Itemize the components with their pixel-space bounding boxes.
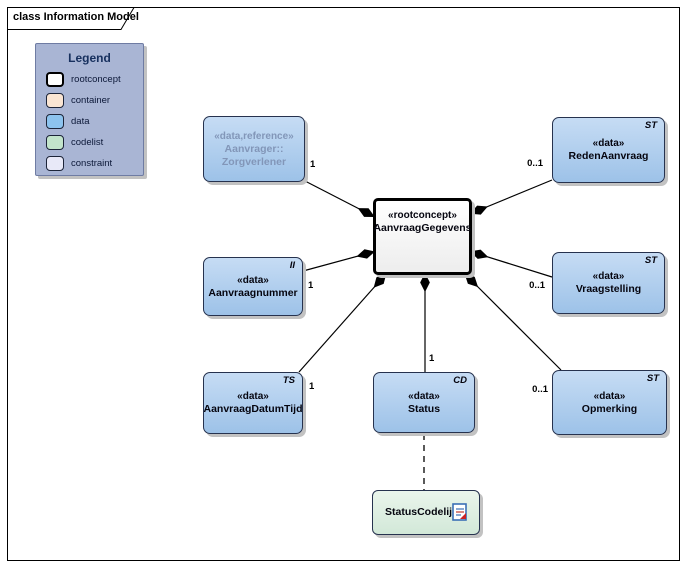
node-vraagstelling[interactable]: ST «data» Vraagstelling <box>552 252 665 314</box>
data-swatch <box>46 114 64 129</box>
datatype-marker: II <box>289 260 295 271</box>
connector-aanvraagdatumtijd <box>298 273 387 373</box>
node-name: Opmerking <box>581 402 638 415</box>
legend-item-label: constraint <box>71 158 113 169</box>
legend-item-rootconcept: rootconcept <box>46 71 143 88</box>
multiplicity-label: 1 <box>309 381 315 392</box>
datatype-marker: ST <box>644 255 657 266</box>
node-stereotype: «data» <box>592 138 625 149</box>
multiplicity-label: 0..1 <box>527 158 544 169</box>
datatype-marker: CD <box>453 375 467 386</box>
container-swatch <box>46 93 64 108</box>
document-icon <box>452 503 468 527</box>
legend[interactable]: Legend rootconcept container data codeli… <box>35 43 144 176</box>
node-stereotype: «data» <box>408 390 440 402</box>
node-stereotype: «data,reference» <box>214 130 294 142</box>
diagram-frame <box>7 7 680 561</box>
multiplicity-label: 1 <box>310 159 316 170</box>
legend-item-label: codelist <box>71 137 104 148</box>
node-name: Status <box>407 402 441 415</box>
constraint-swatch <box>46 156 64 171</box>
node-stereotype: «rootconcept» <box>388 210 457 221</box>
legend-item-label: data <box>71 116 90 127</box>
legend-item-constraint: constraint <box>46 155 143 172</box>
node-statuscodelijst[interactable]: StatusCodelijst <box>372 490 480 535</box>
diagram-tab <box>7 7 135 30</box>
node-name: Aanvrager:: Zorgverlener <box>221 142 287 168</box>
node-redenaanvraag[interactable]: ST «data» RedenAanvraag <box>552 117 665 183</box>
diagram-title: class Information Model <box>13 11 139 23</box>
node-stereotype: «data» <box>237 391 269 402</box>
connector-zorgverlener <box>304 180 375 217</box>
node-stereotype: «data» <box>592 271 625 282</box>
node-status[interactable]: CD «data» Status <box>373 372 475 433</box>
rootconcept-swatch <box>46 72 64 87</box>
node-stereotype: «data» <box>237 274 269 286</box>
node-name: RedenAanvraag <box>568 150 649 162</box>
datatype-marker: TS <box>282 375 295 386</box>
node-aanvraaggegevens[interactable]: «rootconcept» AanvraagGegevens <box>373 198 472 275</box>
node-name: Vraagstelling <box>575 283 642 295</box>
legend-item-label: rootconcept <box>71 74 121 85</box>
multiplicity-label: 1 <box>429 353 435 364</box>
node-stereotype: «data» <box>593 390 626 402</box>
node-aanvraagdatumtijd[interactable]: TS «data» AanvraagDatumTijd <box>203 372 303 434</box>
connector-aanvraagnummer <box>302 249 376 272</box>
node-name: StatusCodelijst <box>385 506 462 518</box>
datatype-marker: ST <box>646 373 659 384</box>
node-aanvraagnummer[interactable]: II «data» Aanvraagnummer <box>203 257 303 316</box>
multiplicity-label: 1 <box>308 280 314 291</box>
node-opmerking[interactable]: ST «data» Opmerking <box>552 370 667 435</box>
node-name: AanvraagDatumTijd <box>203 403 303 415</box>
legend-item-container: container <box>46 92 143 109</box>
node-aanvrager-zorgverlener[interactable]: «data,reference» Aanvrager:: Zorgverlene… <box>203 116 305 182</box>
multiplicity-label: 0..1 <box>532 384 549 395</box>
codelist-swatch <box>46 135 64 150</box>
multiplicity-label: 0..1 <box>529 280 546 291</box>
connector-vraagstelling <box>469 249 553 278</box>
node-name: AanvraagGegevens <box>373 222 472 234</box>
legend-item-data: data <box>46 113 143 130</box>
legend-item-label: container <box>71 95 111 106</box>
connector-redenaanvraag <box>470 179 553 215</box>
legend-title: Legend <box>68 51 111 65</box>
legend-item-codelist: codelist <box>46 134 143 151</box>
datatype-marker: ST <box>644 120 657 131</box>
connector-opmerking <box>464 273 562 371</box>
node-name: Aanvraagnummer <box>208 286 298 299</box>
